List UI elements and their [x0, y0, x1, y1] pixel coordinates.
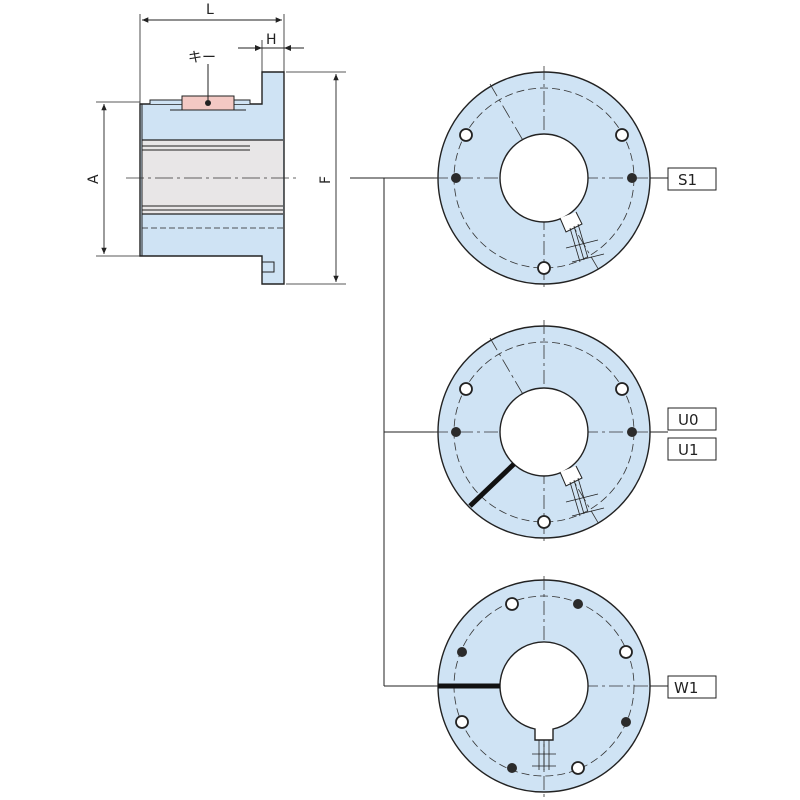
variant-bracket — [350, 177, 440, 687]
dim-H-label: H — [266, 32, 277, 48]
bore — [499, 387, 589, 477]
hole — [621, 717, 631, 727]
hole — [459, 382, 473, 396]
flange-notch — [262, 261, 275, 273]
front-view-s1: S1 — [434, 66, 717, 290]
hole — [451, 427, 461, 437]
dim-L-label: L — [206, 2, 214, 18]
front-view-u: U0 U1 — [434, 320, 717, 544]
label-box-u0 — [667, 407, 717, 431]
hole — [505, 597, 519, 611]
hole — [455, 715, 469, 729]
keyway — [559, 465, 583, 487]
hole — [619, 645, 633, 659]
key-dot — [205, 100, 211, 106]
keyway — [559, 211, 583, 233]
hole — [615, 382, 629, 396]
label-box-u1 — [667, 437, 717, 461]
variant-label: W1 — [674, 679, 698, 697]
key-label: キー — [188, 50, 216, 66]
hole — [507, 763, 517, 773]
hole — [537, 261, 551, 275]
front-view-w1: W1 — [434, 576, 717, 798]
variant-label: U1 — [678, 441, 699, 459]
dim-F-label: F — [318, 176, 334, 184]
label-box-s1 — [667, 167, 717, 191]
hole — [459, 128, 473, 142]
variant-label: U0 — [678, 411, 699, 429]
bore-with-keyway — [499, 641, 589, 741]
hole — [571, 761, 585, 775]
hole — [457, 647, 467, 657]
bore-section — [142, 140, 283, 214]
label-box-w1 — [667, 675, 717, 699]
hole — [627, 427, 637, 437]
variant-label: S1 — [678, 171, 697, 189]
dim-A-label: A — [86, 174, 102, 184]
side-view: キー L H A F — [86, 2, 346, 285]
split-slot — [468, 462, 516, 508]
hole — [537, 515, 551, 529]
hole — [627, 173, 637, 183]
hole — [573, 599, 583, 609]
hole — [615, 128, 629, 142]
bore — [499, 133, 589, 223]
hole — [451, 173, 461, 183]
